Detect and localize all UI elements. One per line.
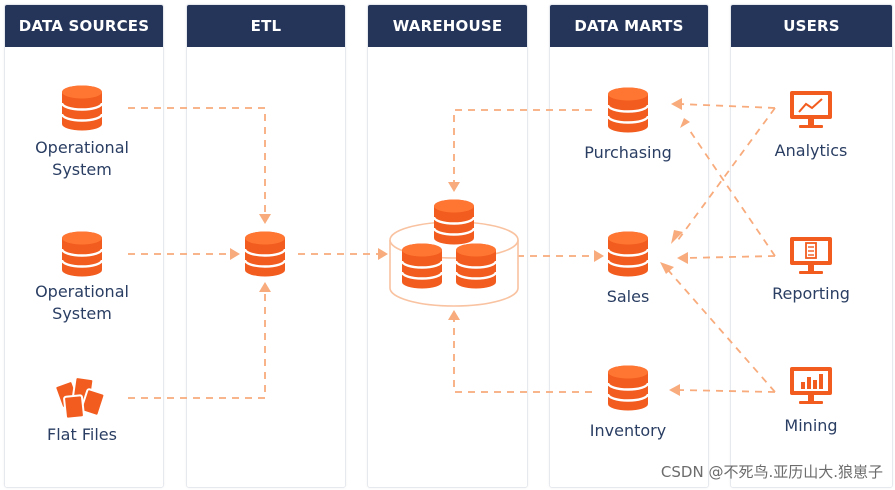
column-header-users: USERS — [731, 5, 892, 47]
warehouse-database-top-icon — [432, 198, 476, 246]
column-etl: ETL — [186, 4, 346, 488]
purchasing-database-icon — [606, 86, 650, 134]
column-header-data-sources: DATA SOURCES — [5, 5, 163, 47]
column-header-warehouse: WAREHOUSE — [368, 5, 527, 47]
label-sales: Sales — [606, 287, 650, 306]
sales-database-icon — [606, 230, 650, 278]
inventory-database-icon — [606, 364, 650, 412]
label-purchasing: Purchasing — [584, 143, 672, 162]
dashed-connectors — [128, 103, 776, 399]
reporting-monitor-icon — [790, 237, 832, 274]
analytics-monitor-icon — [790, 91, 832, 128]
warehouse-icon — [389, 198, 519, 307]
label-mining: Mining — [784, 416, 838, 435]
column-header-etl: ETL — [187, 5, 345, 47]
label-flat-files: Flat Files — [47, 425, 117, 444]
mining-monitor-icon — [790, 367, 832, 404]
label-reporting: Reporting — [772, 284, 850, 303]
connector-arrowheads — [230, 98, 690, 396]
warehouse-database-right-icon — [454, 242, 498, 290]
column-header-data-marts: DATA MARTS — [550, 5, 708, 47]
label-operational-system-2: Operational System — [35, 282, 129, 323]
source-2-database-icon — [60, 230, 104, 278]
files-icon — [54, 376, 106, 420]
etl-database-icon — [243, 230, 287, 278]
label-analytics: Analytics — [774, 141, 848, 160]
source-1-database-icon — [60, 84, 104, 132]
label-operational-system-1: Operational System — [35, 138, 129, 179]
label-inventory: Inventory — [589, 421, 667, 440]
warehouse-database-left-icon — [400, 242, 444, 290]
watermark: CSDN @不死鸟.亚历山大.狼崽子 — [660, 463, 883, 481]
